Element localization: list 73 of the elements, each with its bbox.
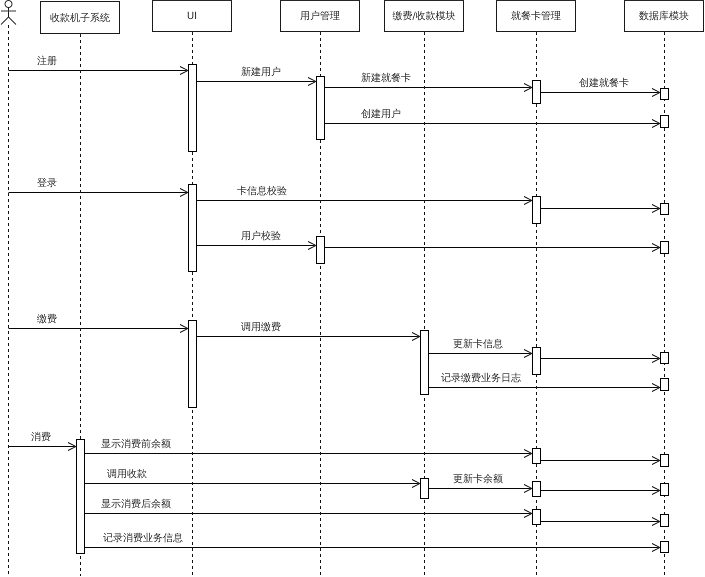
message-arrow bbox=[8, 66, 188, 75]
message-arrow bbox=[428, 383, 660, 392]
activation-bar bbox=[188, 64, 197, 152]
message-arrow bbox=[540, 204, 660, 213]
message-arrow bbox=[324, 243, 660, 252]
message-label: 更新卡余额 bbox=[452, 474, 504, 486]
message-arrow bbox=[540, 517, 660, 526]
activation-bar bbox=[532, 448, 541, 464]
message-arrow bbox=[84, 449, 532, 458]
message-arrow bbox=[84, 543, 660, 552]
message-arrow bbox=[324, 83, 532, 92]
activation-bar bbox=[420, 330, 429, 395]
message-arrow bbox=[196, 196, 532, 205]
lifeline-header-box: 数据库模块 bbox=[624, 0, 704, 32]
actor-stick-figure bbox=[0, 0, 17, 25]
activation-bar bbox=[660, 115, 669, 128]
activation-bar bbox=[660, 203, 669, 215]
message-arrow bbox=[324, 119, 660, 128]
activation-bar bbox=[316, 76, 325, 140]
activation-bar bbox=[660, 454, 669, 467]
activation-bar bbox=[660, 541, 669, 553]
lifeline-header-box: 收款机子系统 bbox=[40, 1, 120, 34]
activation-bar bbox=[532, 481, 541, 497]
message-label: 创建就餐卡 bbox=[578, 78, 630, 90]
message-arrow bbox=[196, 332, 420, 341]
message-arrow bbox=[84, 479, 420, 488]
message-label: 用户校验 bbox=[240, 231, 282, 243]
message-arrow bbox=[428, 349, 532, 358]
message-label: 显示消费后余额 bbox=[100, 499, 172, 511]
activation-bar bbox=[660, 378, 669, 391]
message-label: 调用缴费 bbox=[240, 322, 282, 334]
message-arrow bbox=[540, 486, 660, 495]
activation-bar bbox=[532, 509, 541, 525]
activation-bar bbox=[76, 439, 85, 554]
activation-bar bbox=[660, 352, 669, 364]
activation-bar bbox=[660, 483, 669, 496]
activation-bar bbox=[660, 514, 669, 527]
lifeline-header-box: 就餐卡管理 bbox=[496, 0, 576, 32]
message-label: 新建用户 bbox=[240, 67, 282, 79]
activation-bar bbox=[532, 80, 541, 104]
message-label: 记录缴费业务日志 bbox=[440, 373, 522, 385]
message-arrow bbox=[84, 509, 532, 518]
activation-bar bbox=[532, 347, 541, 375]
activation-bar bbox=[660, 241, 669, 254]
message-label: 记录消费业务信息 bbox=[102, 533, 184, 545]
activation-bar bbox=[532, 196, 541, 224]
lifeline-header-box: 缴费/收款模块 bbox=[384, 0, 464, 32]
message-label: 新建就餐卡 bbox=[360, 73, 412, 85]
message-arrow bbox=[540, 354, 660, 363]
activation-bar bbox=[660, 88, 669, 100]
message-label: 注册 bbox=[36, 56, 58, 68]
activation-bar bbox=[316, 236, 325, 264]
message-label: 显示消费前余额 bbox=[100, 439, 172, 451]
message-label: 调用收款 bbox=[106, 469, 148, 481]
message-arrow bbox=[8, 442, 76, 451]
message-label: 卡信息校验 bbox=[236, 186, 288, 198]
message-arrow bbox=[540, 456, 660, 465]
message-label: 创建用户 bbox=[360, 109, 402, 121]
message-label: 消费 bbox=[30, 432, 52, 444]
message-arrow bbox=[428, 484, 532, 493]
message-label: 更新卡信息 bbox=[452, 339, 504, 351]
message-label: 登录 bbox=[36, 178, 58, 190]
message-arrow bbox=[8, 188, 188, 197]
activation-bar bbox=[420, 478, 429, 499]
message-arrow bbox=[8, 324, 188, 333]
lifeline-header-box: 用户管理 bbox=[280, 0, 360, 32]
lifeline-header-box: UI bbox=[152, 0, 232, 32]
activation-bar bbox=[188, 184, 197, 272]
message-label: 缴费 bbox=[36, 314, 58, 326]
message-arrow bbox=[540, 88, 660, 97]
message-arrow bbox=[196, 77, 316, 86]
message-arrow bbox=[196, 241, 316, 250]
activation-bar bbox=[188, 320, 197, 408]
